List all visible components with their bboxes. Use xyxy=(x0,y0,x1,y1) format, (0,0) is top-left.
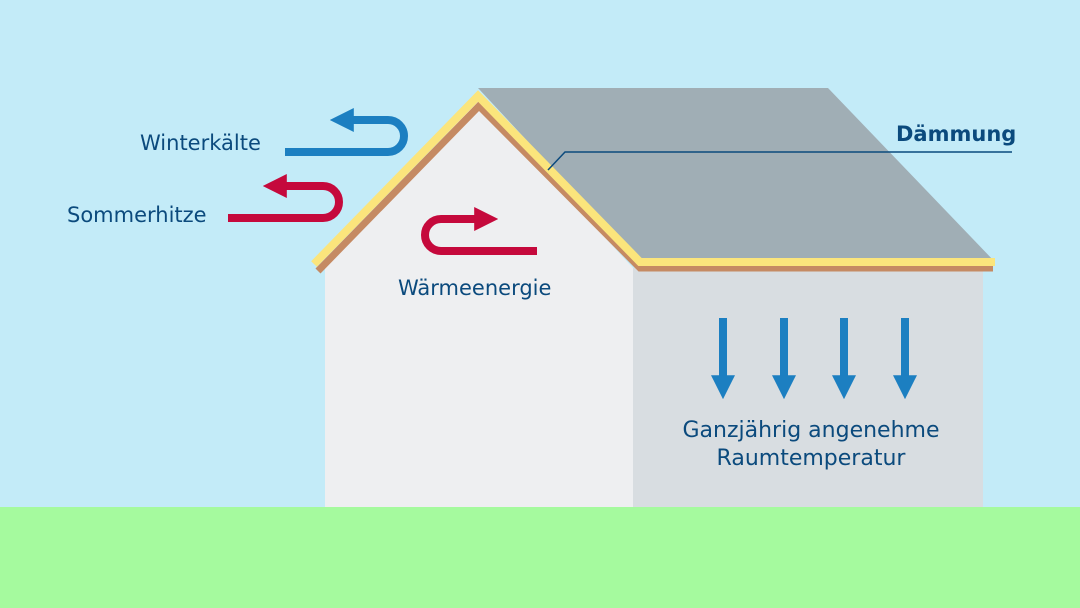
u-turn-left-arrow-icon xyxy=(228,174,343,222)
winter-cold-label: Winterkälte xyxy=(140,131,261,155)
u-turn-left-arrow-icon xyxy=(285,108,408,156)
room-temperature-line2: Raumtemperatur xyxy=(716,446,906,471)
gable-wall xyxy=(325,100,633,508)
ground xyxy=(0,507,1080,608)
room-temperature-line1: Ganzjährig angenehme xyxy=(682,418,940,443)
insulation-brown-layer xyxy=(315,101,993,274)
heat-energy-label: Wärmeenergie xyxy=(398,276,552,300)
side-wall xyxy=(633,268,983,508)
insulation-pointer-line xyxy=(547,151,1012,171)
insulation-yellow-layer xyxy=(311,90,995,267)
u-turn-right-arrow-icon xyxy=(421,207,537,255)
roof xyxy=(478,88,995,262)
insulation-label: Dämmung xyxy=(896,122,1017,146)
room-temperature-label: Ganzjährig angenehme Raumtemperatur xyxy=(660,417,962,473)
summer-heat-label: Sommerhitze xyxy=(67,203,207,227)
